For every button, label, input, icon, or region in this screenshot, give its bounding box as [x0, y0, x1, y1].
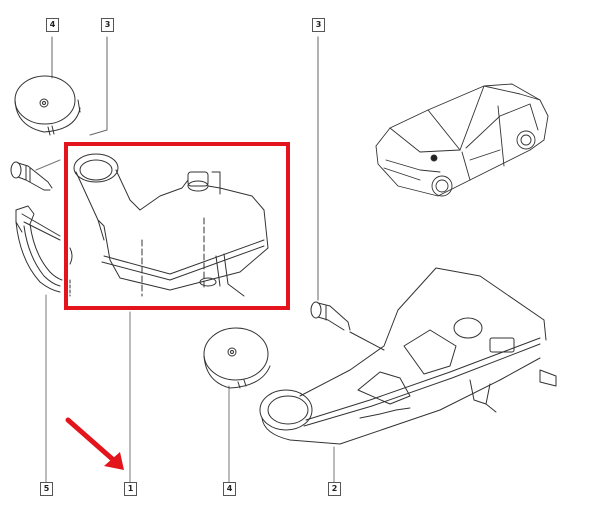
bracket-icon — [15, 205, 63, 293]
callout-4-top[interactable]: 4 — [46, 18, 59, 32]
car-thumbnail-icon — [375, 83, 549, 197]
pin-left-icon — [10, 161, 53, 191]
callout-1-bottom[interactable]: 1 — [124, 482, 137, 496]
callout-3-top-right[interactable]: 3 — [312, 18, 325, 32]
cap-upper-icon — [14, 75, 81, 136]
expansion-tank-alt-icon — [259, 267, 557, 445]
red-arrow-icon — [65, 417, 124, 470]
pin-right-icon — [310, 301, 385, 351]
expansion-tank-icon — [69, 153, 269, 297]
callout-5-bottom[interactable]: 5 — [40, 482, 53, 496]
highlight-box — [64, 142, 290, 310]
callout-4-bottom[interactable]: 4 — [223, 482, 236, 496]
cap-lower-icon — [203, 327, 271, 389]
callout-2-bottom[interactable]: 2 — [328, 482, 341, 496]
callout-3-top-left[interactable]: 3 — [101, 18, 114, 32]
